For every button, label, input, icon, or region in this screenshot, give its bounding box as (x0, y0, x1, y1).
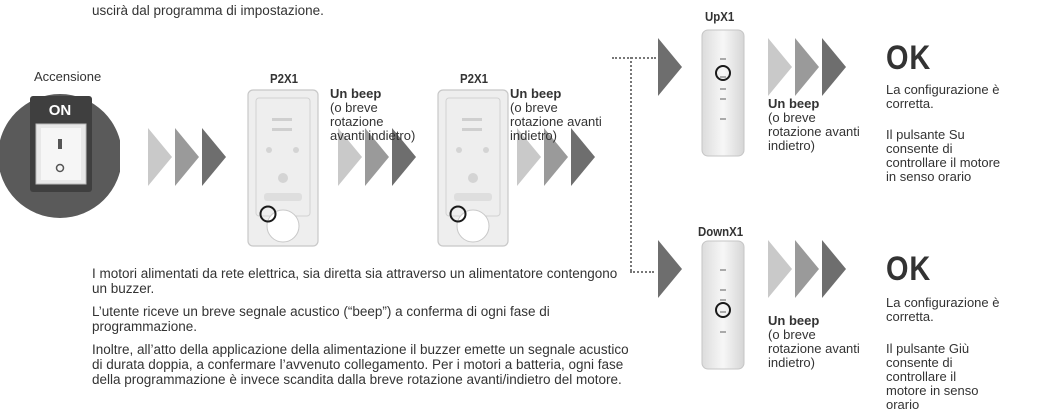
branch-connector-bottom (630, 271, 654, 273)
arrow-group-up (768, 38, 846, 96)
note-paragraph: I motori alimentati da rete elettrica, s… (92, 266, 618, 296)
step2-beep-title: Un beep (510, 86, 562, 101)
up-beep-text: (o breve rotazione avanti indietro) (768, 110, 860, 153)
step1-beep-title: Un beep (330, 86, 382, 101)
down-ok-label: OK (886, 250, 932, 288)
p2x1-remote-1 (247, 89, 319, 247)
up-ok-line1: La configurazione è corretta. (886, 82, 1000, 111)
arrow-group-2 (338, 128, 416, 186)
arrow-group-down (768, 240, 846, 298)
arrow-single-up (658, 38, 682, 96)
power-switch-illustration (0, 94, 120, 218)
up-ok-label: OK (886, 39, 932, 77)
step1-remote-label: P2X1 (270, 71, 298, 86)
arrow-single-down (658, 240, 682, 298)
notes-block: I motori alimentati da rete elettrica, s… (92, 266, 632, 395)
down-beep-title: Un beep (768, 313, 820, 328)
on-label: ON (48, 102, 72, 119)
down-remote-label: DownX1 (698, 224, 744, 239)
branch-connector-vertical (630, 57, 632, 271)
arrow-group-1 (148, 128, 226, 186)
down-ok-line1: La configurazione è corretta. (886, 295, 1000, 324)
branch-connector-top (612, 57, 656, 59)
step2-remote-label: P2X1 (460, 71, 488, 86)
step1-beep-text: (o breve rotazione avanti indietro) (330, 100, 416, 143)
downx1-remote (701, 240, 745, 370)
step2-beep-text: (o breve rotazione avanti indietro) (510, 100, 602, 143)
up-beep-title: Un beep (768, 96, 820, 111)
up-ok-line2: Il pulsante Su consente di controllare i… (886, 127, 1001, 184)
top-instruction-fragment: uscirà dal programma di impostazione. (92, 3, 324, 18)
switch-caption: Accensione (34, 69, 102, 84)
down-beep-text: (o breve rotazione avanti indietro) (768, 327, 860, 370)
note-paragraph: L’utente riceve un breve segnale acustic… (92, 304, 550, 334)
down-ok-line2: Il pulsante Giù consente di controllare … (886, 341, 979, 412)
upx1-remote (701, 29, 745, 157)
p2x1-remote-2 (437, 89, 509, 247)
note-paragraph: Inoltre, all’atto della applicazione del… (92, 342, 629, 387)
arrow-group-3 (517, 128, 595, 186)
up-remote-label: UpX1 (705, 9, 735, 24)
